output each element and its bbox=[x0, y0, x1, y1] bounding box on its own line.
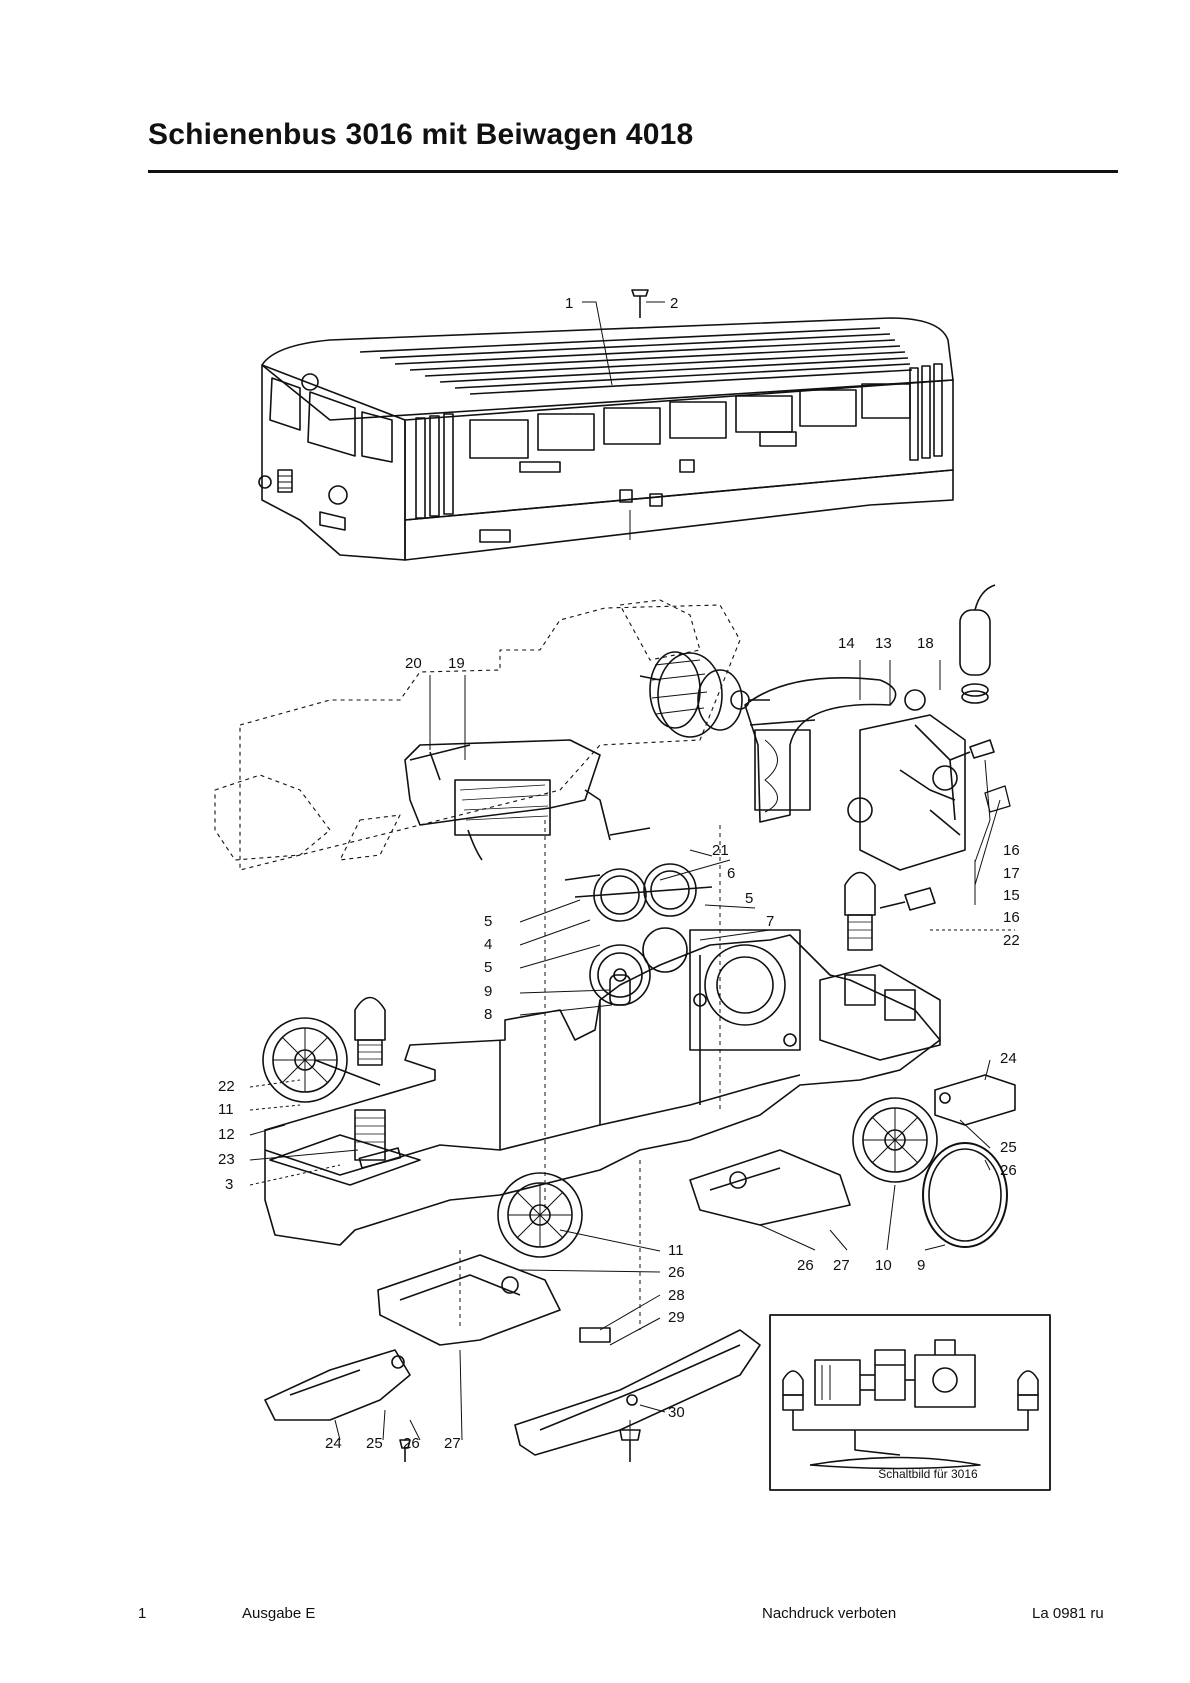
callout-label: 14 bbox=[838, 635, 855, 652]
callout-label: 2 bbox=[670, 295, 678, 312]
callout-label: 15 bbox=[1003, 887, 1020, 904]
callout-label: 19 bbox=[448, 655, 465, 672]
capacitor bbox=[959, 584, 996, 704]
callout-label: 5 bbox=[484, 959, 492, 976]
callout-label: 26 bbox=[403, 1435, 420, 1452]
callout-label: 21 bbox=[712, 842, 729, 859]
callout-label: 12 bbox=[218, 1126, 235, 1143]
lamp-sockets bbox=[354, 871, 876, 1161]
callout-label: 26 bbox=[1000, 1162, 1017, 1179]
callout-label: 5 bbox=[745, 890, 753, 907]
callout-label: 24 bbox=[325, 1435, 342, 1452]
motor-armature bbox=[639, 651, 770, 738]
field-magnet bbox=[744, 676, 897, 823]
schematic-inset bbox=[769, 1314, 1051, 1491]
edition-label: Ausgabe E bbox=[242, 1605, 316, 1622]
callout-label: 3 bbox=[225, 1176, 233, 1193]
callout-leaders bbox=[249, 660, 1015, 1460]
callout-label: 11 bbox=[668, 1242, 684, 1259]
reprint-notice: Nachdruck verboten bbox=[762, 1605, 897, 1622]
schematic-caption: Schaltbild für 3016 bbox=[878, 1467, 978, 1481]
callout-label: 7 bbox=[766, 913, 774, 930]
callout-label: 6 bbox=[727, 865, 735, 882]
callout-label: 30 bbox=[668, 1404, 685, 1421]
callout-label: 23 bbox=[218, 1151, 235, 1168]
callout-label: 8 bbox=[484, 1006, 492, 1023]
wheelsets bbox=[262, 1017, 1008, 1258]
ghost-frame-outline bbox=[214, 599, 741, 871]
callout-label: 20 bbox=[405, 655, 422, 672]
callout-label: 22 bbox=[218, 1078, 235, 1095]
callout-label: 25 bbox=[1000, 1139, 1017, 1156]
callout-label: 16 bbox=[1003, 842, 1020, 859]
brush-plate bbox=[847, 689, 966, 871]
callout-label: 11 bbox=[218, 1101, 234, 1118]
page-title: Schienenbus 3016 mit Beiwagen 4018 bbox=[148, 118, 694, 151]
chassis-frame bbox=[264, 929, 941, 1246]
callout-label: 26 bbox=[668, 1264, 685, 1281]
callout-label: 27 bbox=[444, 1435, 461, 1452]
callout-label: 16 bbox=[1003, 909, 1020, 926]
callout-label: 1 bbox=[565, 295, 573, 312]
title-rule bbox=[148, 170, 1118, 173]
gear-train bbox=[564, 863, 713, 1006]
callout-label: 17 bbox=[1003, 865, 1020, 882]
callout-label: 13 bbox=[875, 635, 892, 652]
callout-label: 9 bbox=[484, 983, 492, 1000]
callout-label: 5 bbox=[484, 913, 492, 930]
callout-labels: 1 2 14 13 18 20 19 16 17 15 16 22 21 6 5… bbox=[218, 295, 1020, 1452]
callout-label: 4 bbox=[484, 936, 492, 953]
callout-label: 26 bbox=[797, 1257, 814, 1274]
callout-label: 9 bbox=[917, 1257, 925, 1274]
document-code: La 0981 ru bbox=[1032, 1605, 1104, 1622]
reverse-unit bbox=[404, 739, 651, 861]
callout-label: 29 bbox=[668, 1309, 685, 1326]
page-number: 1 bbox=[138, 1605, 147, 1622]
railbus-body-shell bbox=[258, 289, 954, 561]
callout-label: 27 bbox=[833, 1257, 850, 1274]
callout-label: 24 bbox=[1000, 1050, 1017, 1067]
callout-label: 25 bbox=[366, 1435, 383, 1452]
callout-label: 18 bbox=[917, 635, 934, 652]
callout-label: 22 bbox=[1003, 932, 1020, 949]
bogie-frames bbox=[264, 1074, 1016, 1462]
callout-label: 28 bbox=[668, 1287, 685, 1304]
callout-label: 10 bbox=[875, 1257, 892, 1274]
